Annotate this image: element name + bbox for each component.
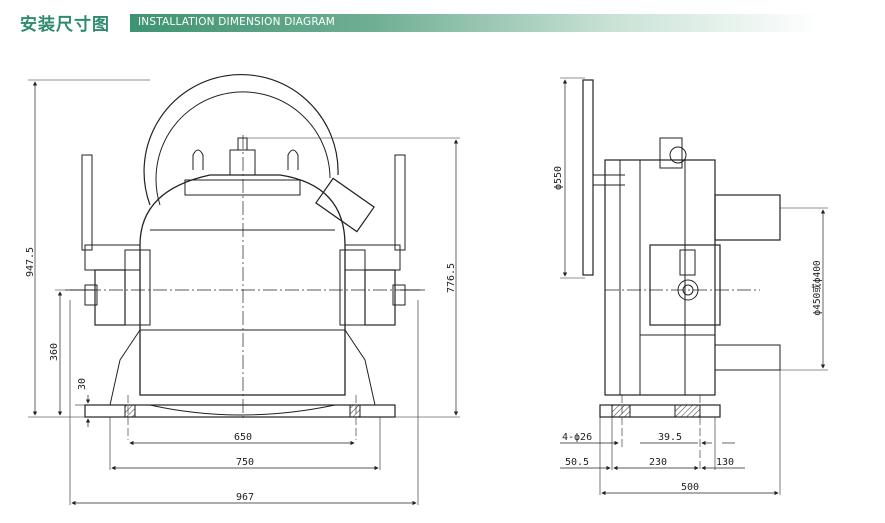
lifting-eye-left xyxy=(192,149,204,170)
dim-holes: 4-ϕ26 xyxy=(562,432,592,443)
page-title: 安装尺寸图 xyxy=(20,14,110,35)
motor-body xyxy=(139,174,346,396)
dim-offset-50: 50.5 xyxy=(565,457,589,468)
side-brake xyxy=(649,244,721,326)
front-view xyxy=(28,73,460,506)
dim-overall-height: 947.5 xyxy=(25,247,36,277)
terminal-box xyxy=(315,177,375,233)
title-banner: INSTALLATION DIMENSION DIAGRAM xyxy=(130,14,820,32)
base-plate xyxy=(84,404,396,418)
side-base-plate xyxy=(599,404,721,418)
dim-height-776: 776.5 xyxy=(446,263,457,293)
page-subtitle: INSTALLATION DIMENSION DIAGRAM xyxy=(138,16,336,28)
handwheel-edge xyxy=(582,79,594,276)
brake-left xyxy=(94,269,126,326)
brake-right xyxy=(364,269,396,326)
dim-offset-39: 39.5 xyxy=(658,432,682,443)
base-frame xyxy=(109,329,376,406)
dim-overall-width: 967 xyxy=(236,492,254,503)
flange-cylinder xyxy=(714,194,781,241)
dim-handwheel-dia: ϕ550 xyxy=(553,166,564,190)
dim-bolt-span: 650 xyxy=(234,432,252,443)
dim-overall-500: 500 xyxy=(681,482,699,493)
handwheel-arc xyxy=(143,73,339,206)
dim-base-height: 30 xyxy=(77,378,88,390)
header: 安装尺寸图 xyxy=(20,10,110,35)
dim-base-span: 750 xyxy=(236,457,254,468)
lifting-eye-right xyxy=(287,149,299,170)
dim-flange-dia: ϕ450或ϕ400 xyxy=(811,260,823,316)
side-frame xyxy=(604,159,716,396)
dim-axis-height: 360 xyxy=(49,343,60,361)
dim-span-230: 230 xyxy=(649,457,667,468)
dim-span-130: 130 xyxy=(716,457,734,468)
side-view xyxy=(560,77,828,496)
